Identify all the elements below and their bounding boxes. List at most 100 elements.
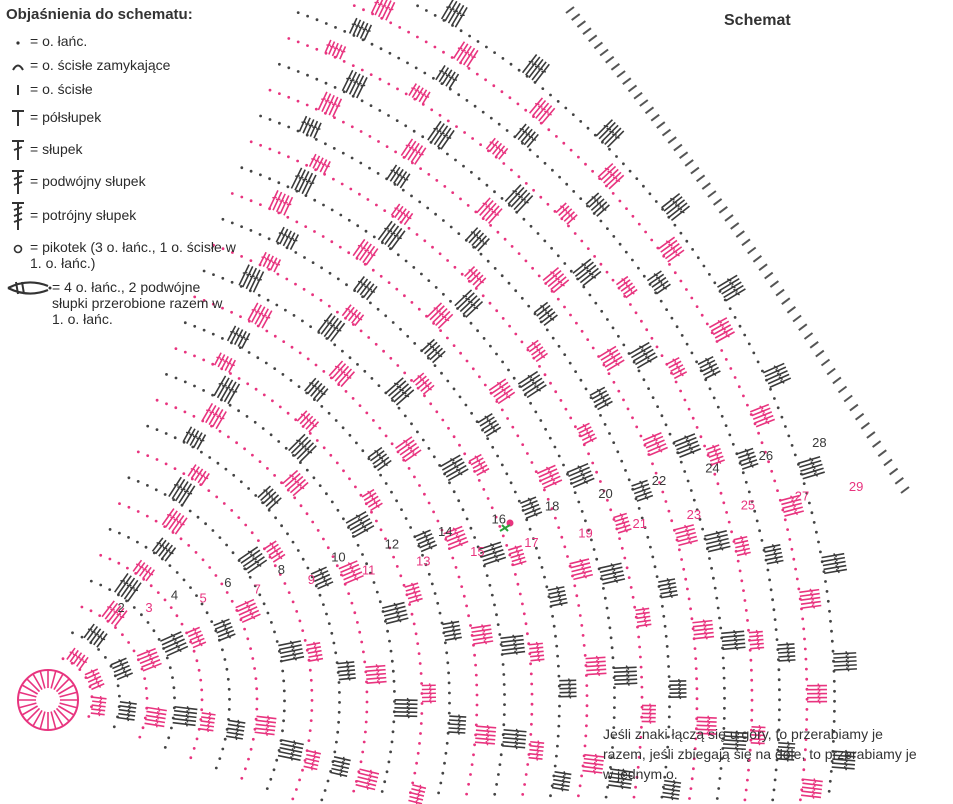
chain-stitch bbox=[689, 787, 693, 790]
chain-stitch bbox=[387, 760, 391, 764]
chain-stitch bbox=[310, 688, 314, 692]
chain-stitch bbox=[461, 508, 465, 512]
chain-stitch bbox=[322, 203, 325, 207]
legend-item-slip-stitch: = o. ścisłe zamykające bbox=[6, 57, 236, 75]
chain-stitch bbox=[724, 358, 728, 361]
chain-stitch bbox=[338, 701, 341, 704]
chain-stitch bbox=[501, 534, 505, 538]
chain-stitch bbox=[577, 500, 581, 504]
row-number-24: 24 bbox=[705, 461, 719, 476]
chain-stitch bbox=[687, 597, 691, 601]
chain-stitch bbox=[193, 354, 196, 358]
stitch-group bbox=[615, 275, 638, 299]
chain-stitch bbox=[286, 411, 290, 415]
chain-stitch bbox=[830, 629, 833, 633]
chain-stitch bbox=[391, 730, 395, 734]
stitch-group bbox=[213, 375, 241, 405]
chain-stitch bbox=[740, 579, 744, 583]
chain-stitch bbox=[648, 192, 652, 196]
chain-stitch bbox=[334, 419, 338, 422]
legend-item-label: = podwójny słupek bbox=[30, 173, 146, 189]
chain-stitch bbox=[787, 434, 791, 438]
chain-stitch bbox=[391, 669, 395, 673]
chain-stitch bbox=[586, 204, 589, 208]
chain-stitch bbox=[189, 756, 193, 760]
chain-stitch bbox=[729, 367, 733, 370]
stitch-group bbox=[400, 138, 427, 165]
legend-item-cluster: = 4 o. łańc., 2 podwójne słupki przerobi… bbox=[6, 279, 236, 327]
chain-stitch bbox=[359, 130, 363, 133]
chain-stitch bbox=[521, 443, 525, 446]
chain-stitch bbox=[580, 624, 584, 627]
chain-stitch bbox=[824, 580, 827, 583]
chain-stitch bbox=[602, 587, 605, 590]
stitch-group bbox=[168, 476, 196, 506]
stitch-group bbox=[281, 469, 309, 497]
chain-stitch bbox=[808, 501, 811, 505]
chain-stitch bbox=[335, 461, 339, 465]
chain-stitch bbox=[617, 389, 621, 393]
chain-stitch bbox=[97, 648, 100, 651]
chain-stitch bbox=[328, 271, 332, 275]
stitch-group bbox=[361, 488, 383, 512]
chain-stitch bbox=[430, 582, 434, 586]
chain-stitch bbox=[509, 481, 513, 485]
chain-stitch bbox=[680, 558, 683, 561]
chain-stitch bbox=[407, 467, 411, 470]
chain-stitch bbox=[379, 47, 383, 51]
chain-stitch bbox=[144, 687, 148, 690]
chain-stitch bbox=[247, 757, 250, 761]
chain-stitch bbox=[691, 248, 694, 251]
chain-stitch bbox=[296, 99, 300, 103]
chain-stitch bbox=[432, 76, 435, 80]
chain-stitch bbox=[402, 583, 406, 587]
chain-stitch bbox=[453, 265, 457, 269]
chain-stitch bbox=[617, 334, 620, 338]
chain-stitch bbox=[556, 254, 560, 258]
chain-stitch bbox=[329, 453, 333, 457]
ring-stitch bbox=[32, 709, 43, 727]
chain-stitch bbox=[830, 639, 834, 643]
chain-stitch bbox=[215, 495, 219, 499]
chain-stitch bbox=[251, 453, 254, 457]
chain-stitch bbox=[257, 539, 260, 542]
stitch-group bbox=[404, 582, 423, 604]
chain-stitch bbox=[560, 535, 564, 539]
chain-stitch bbox=[624, 469, 627, 472]
chain-stitch bbox=[661, 490, 665, 494]
chain-stitch bbox=[416, 35, 419, 39]
chain-stitch bbox=[427, 279, 431, 282]
stitch-group bbox=[288, 433, 317, 463]
chain-stitch bbox=[157, 638, 161, 641]
chain-stitch bbox=[667, 725, 671, 729]
chain-stitch bbox=[778, 698, 781, 702]
chain-stitch bbox=[145, 696, 149, 700]
chain-stitch bbox=[538, 365, 541, 368]
chain-stitch bbox=[625, 207, 628, 211]
chain-stitch bbox=[539, 195, 543, 199]
chain-stitch bbox=[333, 750, 337, 754]
chain-stitch bbox=[259, 173, 262, 177]
stitch-group bbox=[657, 236, 685, 263]
chain-stitch bbox=[163, 493, 167, 496]
chain-stitch bbox=[529, 662, 532, 666]
chain-stitch bbox=[345, 283, 348, 287]
chain-stitch bbox=[799, 798, 802, 802]
chain-stitch bbox=[410, 379, 413, 382]
chain-stitch bbox=[265, 329, 269, 333]
stitch-group bbox=[345, 511, 375, 538]
chain-stitch bbox=[465, 604, 468, 608]
stitch-group bbox=[797, 455, 825, 480]
chain-stitch bbox=[476, 329, 479, 333]
edge-hatch bbox=[769, 280, 780, 288]
chain-stitch bbox=[404, 92, 408, 96]
chain-stitch bbox=[773, 618, 777, 621]
chain-stitch bbox=[444, 641, 447, 645]
chain-stitch bbox=[225, 667, 229, 671]
chain-stitch bbox=[90, 705, 93, 709]
chain-stitch bbox=[499, 643, 503, 646]
edge-hatch bbox=[820, 358, 831, 367]
stitch-group bbox=[160, 631, 189, 657]
chain-stitch bbox=[507, 281, 511, 285]
chain-stitch bbox=[532, 188, 535, 192]
